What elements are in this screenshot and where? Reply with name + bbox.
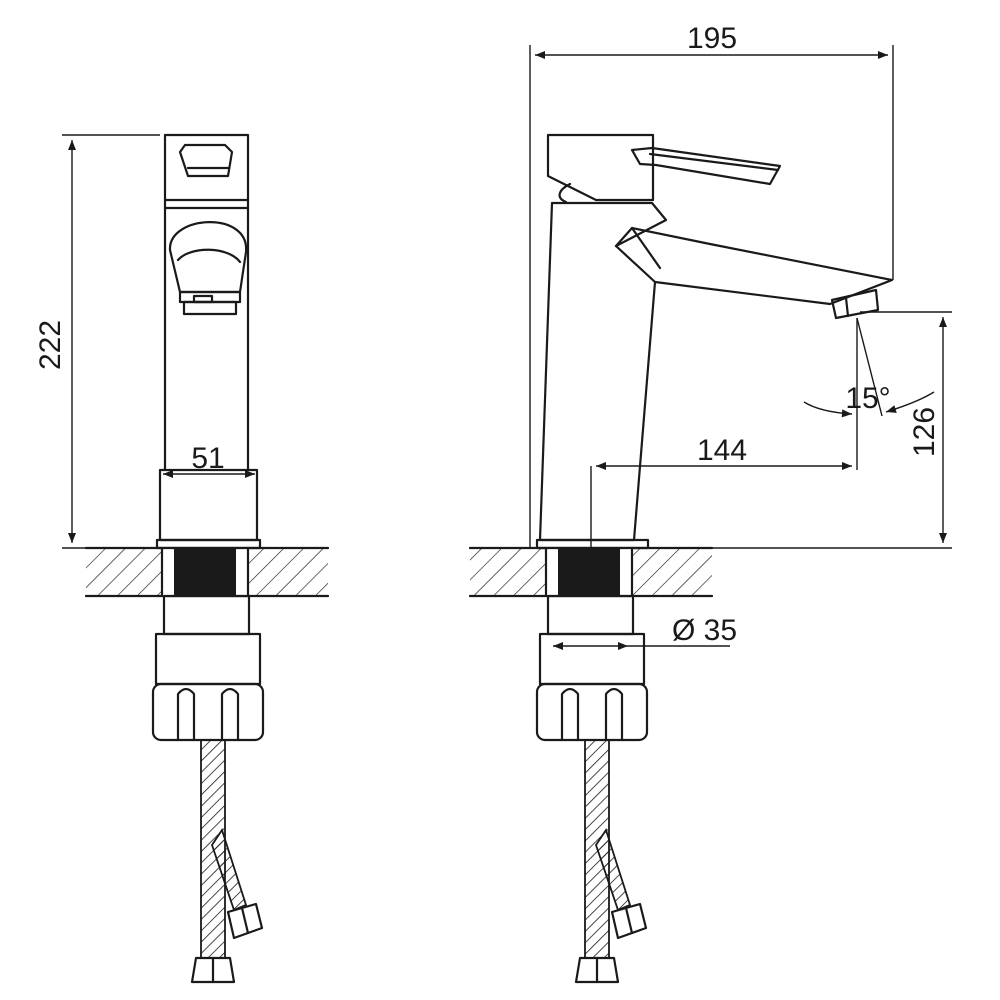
overall-depth-label: 195 xyxy=(687,22,737,55)
dimension-base-width: 51 xyxy=(163,442,255,478)
dimension-spray-angle: 15° xyxy=(803,317,935,418)
dimension-spout-reach: 144 xyxy=(590,318,858,548)
spray-angle-label: 15° xyxy=(845,382,890,415)
dimension-overall-height: 222 xyxy=(34,134,160,549)
front-countertop xyxy=(84,546,330,598)
side-faucet-body xyxy=(535,133,894,550)
side-view: 195 144 126 15° Ø 35 xyxy=(468,22,952,984)
dimension-spout-height: 126 xyxy=(712,311,952,549)
front-faucet-body xyxy=(155,133,262,550)
dimension-overall-depth: 195 xyxy=(529,22,894,548)
spout-reach-label: 144 xyxy=(697,434,747,467)
side-under-counter xyxy=(535,594,649,984)
mount-diameter-label: Ø 35 xyxy=(672,614,737,647)
front-under-counter xyxy=(151,594,265,984)
side-countertop xyxy=(468,546,714,598)
base-width-label: 51 xyxy=(191,442,224,475)
front-view: 222 51 xyxy=(34,133,330,984)
spout-height-label: 126 xyxy=(908,407,941,457)
overall-height-label: 222 xyxy=(34,320,67,370)
dimension-mount-diameter: Ø 35 xyxy=(553,614,737,650)
